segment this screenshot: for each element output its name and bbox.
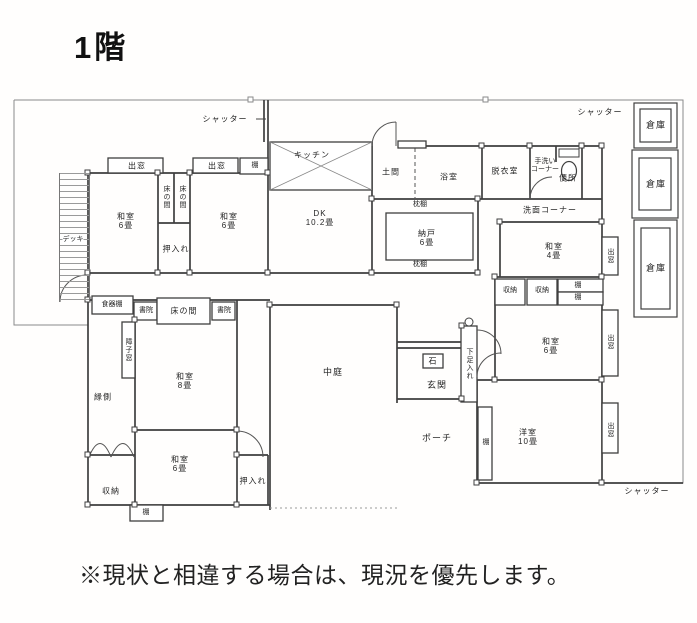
label-bathroom: 浴室 [440, 172, 458, 182]
label-bay-window-2: 出窓 [208, 161, 226, 171]
disclaimer-note: ※現状と相違する場合は、現況を優先します。 [79, 563, 571, 588]
room-label-washitsu4: 和室 4畳 [545, 242, 563, 260]
label-tokonoma-v2: 床の間 [179, 185, 187, 209]
room-size: 6畳 [543, 346, 559, 355]
room-label-washitsu8: 和室 8畳 [176, 372, 194, 390]
room-label-dk: DK 10.2畳 [306, 209, 335, 227]
label-veranda: 縁側 [94, 392, 112, 402]
label-pillow-shelf-2: 枕棚 [413, 260, 427, 268]
label-deck: デッキ [62, 235, 84, 245]
label-shoji-window: 障子窓 [125, 338, 133, 362]
room-size: 8畳 [177, 381, 193, 390]
label-courtyard: 中庭 [322, 366, 344, 377]
label-tokonoma-v1: 床の間 [163, 185, 171, 209]
room-label-washitsu6-n: 和室 6畳 [220, 212, 238, 230]
room-name: 納戸 [418, 228, 436, 238]
label-handwash-corner: 手洗い コーナー [531, 158, 559, 174]
label-bay-window-1: 出窓 [128, 161, 146, 171]
label-shelf-e1: 棚 [574, 281, 582, 289]
room-label-nando: 納戸 6畳 [418, 229, 436, 247]
label-bay-window-v3: 出窓 [607, 422, 615, 438]
room-name: 和室 [220, 211, 238, 221]
label-shelf-e2: 棚 [574, 293, 582, 301]
room-label-youshitsu: 洋室 10畳 [518, 428, 538, 446]
room-name: 和室 [171, 454, 189, 464]
label-doma: 土間 [382, 167, 400, 177]
room-name: 和室 [542, 336, 560, 346]
label-shutter-top: シャッター [202, 114, 248, 124]
label-shoin-2: 書院 [217, 306, 231, 314]
post-circle [464, 317, 474, 327]
label-entrance: 玄関 [426, 379, 448, 390]
label-shelf-porch: 棚 [482, 438, 490, 446]
label-storage-3: 収納 [102, 486, 120, 496]
label-storage-1: 収納 [503, 286, 517, 294]
label-closet-top: 押入れ [162, 244, 190, 254]
room-name: DK [313, 208, 327, 218]
room-size: 6畳 [118, 221, 134, 230]
room-name: 和室 [545, 241, 563, 251]
boundary-tick [247, 96, 254, 103]
label-bay-window-v1: 出窓 [607, 248, 615, 264]
label-tokonoma-s: 床の間 [170, 306, 198, 316]
room-label-washitsu6-s: 和室 6畳 [171, 455, 189, 473]
room-name: 和室 [117, 211, 135, 221]
label-warehouse-3: 倉庫 [645, 262, 667, 273]
label-shelf-bottom: 棚 [142, 508, 150, 516]
room-label-washitsu6-nw: 和室 6畳 [117, 212, 135, 230]
label-shutter-bottom-right: シャッター [624, 486, 670, 496]
label-storage-2: 収納 [535, 286, 549, 294]
label-warehouse-2: 倉庫 [645, 178, 667, 189]
handwash-line2: コーナー [531, 166, 559, 173]
room-name: 和室 [176, 371, 194, 381]
boundary-tick [482, 96, 489, 103]
warehouse-boxes [631, 102, 679, 318]
label-kitchen: キッチン [294, 150, 330, 160]
room-label-washitsu6-e: 和室 6畳 [542, 337, 560, 355]
room-size: 10.2畳 [305, 218, 335, 227]
room-size: 6畳 [419, 238, 435, 247]
fixture-boxes [91, 140, 619, 522]
kitchen-counter-cross [269, 141, 373, 191]
page-title: 1階 [74, 30, 129, 65]
label-shelf-top: 棚 [251, 161, 259, 169]
handwash-line1: 手洗い [534, 157, 556, 165]
label-warehouse-1: 倉庫 [645, 119, 667, 130]
toilet-icon [558, 148, 580, 182]
room-size: 10畳 [518, 437, 538, 446]
label-bay-window-v2: 出窓 [607, 334, 615, 350]
label-porch: ポーチ [421, 432, 453, 443]
label-shutter-top-right: シャッター [577, 107, 623, 117]
label-pillow-shelf-1: 枕棚 [413, 200, 427, 208]
label-dressing-room: 脱衣室 [491, 166, 519, 176]
room-name: 洋室 [519, 427, 537, 437]
label-closet-bottom: 押入れ [239, 476, 267, 486]
label-shoin-1: 書院 [139, 306, 153, 314]
room-size: 6畳 [221, 221, 237, 230]
label-washroom-corner: 洗面コーナー [523, 205, 577, 215]
label-shoe-cabinet: 下足入れ [466, 348, 474, 380]
label-cupboard: 食器棚 [101, 300, 123, 308]
label-stone: 石 [428, 356, 438, 366]
room-size: 6畳 [172, 464, 188, 473]
label-toilet: 便所 [559, 173, 577, 183]
room-size: 4畳 [546, 251, 562, 260]
